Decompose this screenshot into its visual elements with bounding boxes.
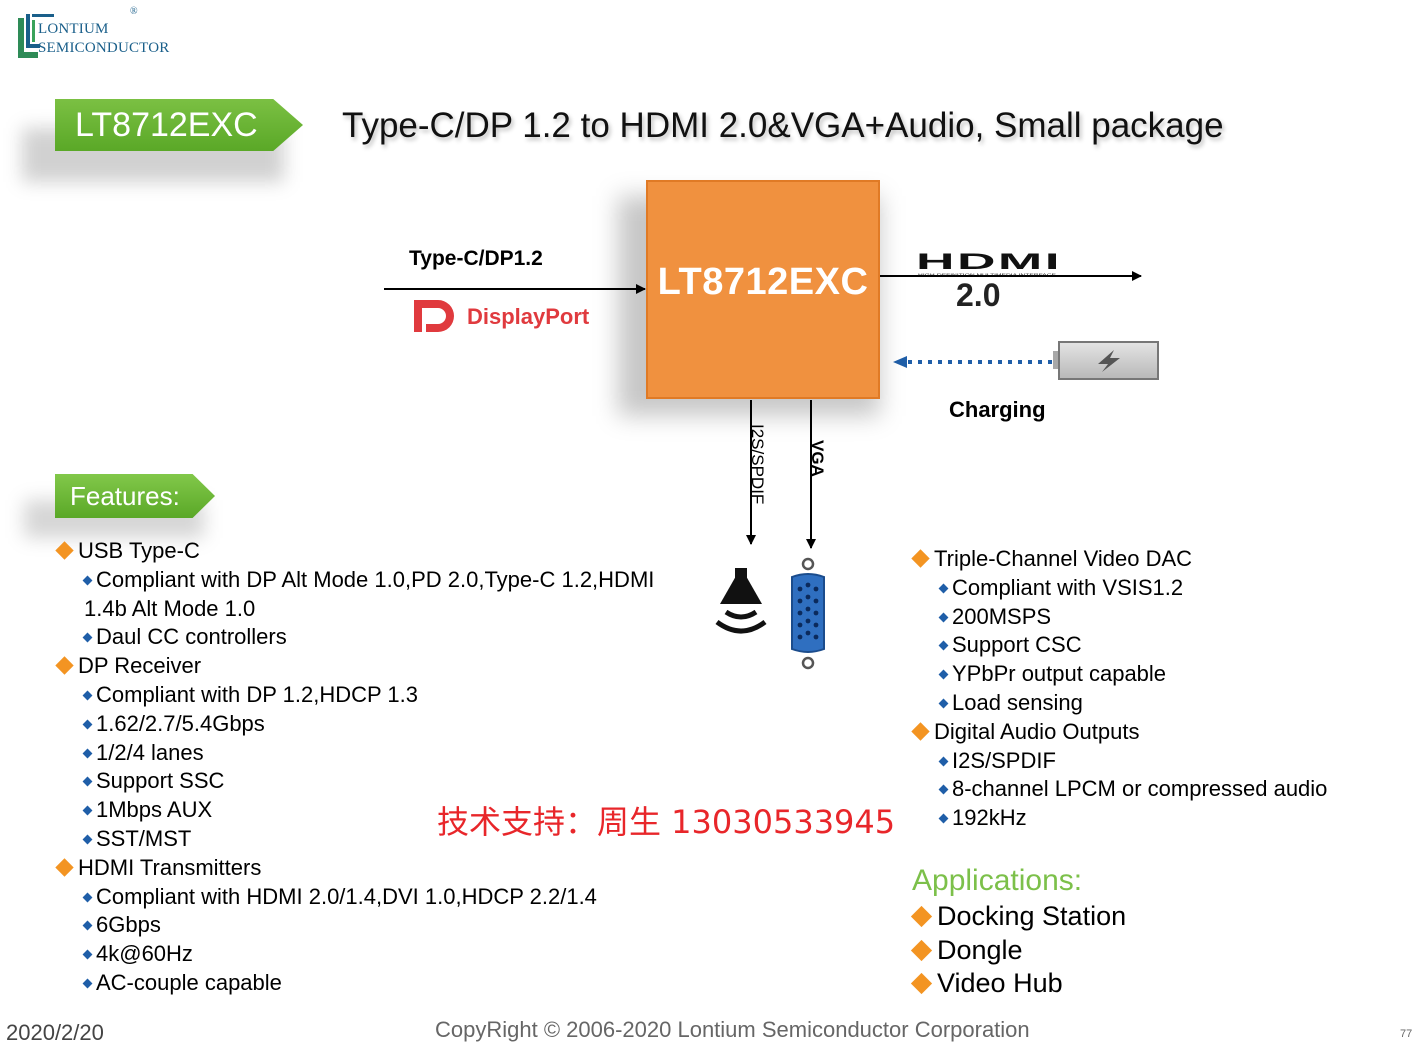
bullet-icon xyxy=(82,690,93,701)
feature-section-title: HDMI Transmitters xyxy=(55,854,654,883)
feature-section-title: USB Type-C xyxy=(55,537,654,566)
feature-item-wrap: 1.4b Alt Mode 1.0 xyxy=(84,595,256,621)
bullet-icon xyxy=(938,813,949,824)
feature-item: 1Mbps AUX xyxy=(58,796,654,825)
bullet-icon xyxy=(938,583,949,594)
brand-name: LONTIUM SEMICONDUCTOR xyxy=(38,20,170,58)
displayport-logo-text: DisplayPort xyxy=(467,304,590,329)
feature-item: Compliant with VSIS1.2 xyxy=(914,574,1327,603)
application-item: Docking Station xyxy=(910,900,1126,934)
feature-item: Support SSC xyxy=(58,767,654,796)
hdmi-version: 2.0 xyxy=(956,277,1001,313)
feature-item: I2S/SPDIF xyxy=(914,747,1327,776)
application-item: Dongle xyxy=(910,934,1126,968)
bullet-icon xyxy=(911,722,930,741)
battery-charging-icon xyxy=(1053,341,1159,380)
bullet-icon xyxy=(82,719,93,730)
feature-item: Load sensing xyxy=(914,689,1327,718)
bullet-icon xyxy=(55,858,74,877)
brand-line2: SEMICONDUCTOR xyxy=(38,40,170,56)
feature-item: 8-channel LPCM or compressed audio xyxy=(914,775,1327,804)
bullet-icon xyxy=(55,656,74,675)
feature-item: 192kHz xyxy=(914,804,1327,833)
bullet-icon xyxy=(82,776,93,787)
hdmi-logo-tagline: HIGH-DEFINITION MULTIMEDIA INTERFACE xyxy=(918,272,1057,277)
speaker-icon xyxy=(715,568,767,634)
bullet-icon xyxy=(82,805,93,816)
feature-section-title: DP Receiver xyxy=(55,652,654,681)
feature-item: Compliant with HDMI 2.0/1.4,DVI 1.0,HDCP… xyxy=(58,883,654,912)
vga-connector-icon xyxy=(791,557,825,670)
lontium-logo-icon xyxy=(18,14,54,58)
brand-line1: LONTIUM xyxy=(38,21,109,37)
feature-item: 4k@60Hz xyxy=(58,940,654,969)
features-list-left: USB Type-C Compliant with DP Alt Mode 1.… xyxy=(55,537,654,998)
applications-title: Applications: xyxy=(912,864,1083,897)
feature-item: 1/2/4 lanes xyxy=(58,739,654,768)
feature-item: 1.62/2.7/5.4Gbps xyxy=(58,710,654,739)
feature-section-title: Digital Audio Outputs xyxy=(911,718,1327,747)
bullet-icon xyxy=(82,575,93,586)
bullet-icon xyxy=(938,698,949,709)
registered-mark: ® xyxy=(130,6,138,17)
bullet-icon xyxy=(938,784,949,795)
charging-label: Charging xyxy=(949,397,1046,422)
bullet-icon xyxy=(938,640,949,651)
hdmi-logo-text: HDMI xyxy=(916,252,1062,274)
feature-item: Daul CC controllers xyxy=(58,623,654,652)
feature-item: Compliant with DP Alt Mode 1.0,PD 2.0,Ty… xyxy=(58,566,654,595)
bullet-icon xyxy=(82,748,93,759)
chip-block: LT8712EXC xyxy=(646,180,880,399)
feature-item: Compliant with DP 1.2,HDCP 1.3 xyxy=(58,681,654,710)
bullet-icon xyxy=(938,756,949,767)
bullet-icon xyxy=(82,632,93,643)
feature-item: YPbPr output capable xyxy=(914,660,1327,689)
applications-list: Docking Station Dongle Video Hub xyxy=(910,900,1126,1001)
page-number: 77 xyxy=(1400,1028,1413,1040)
feature-item: AC-couple capable xyxy=(58,969,654,998)
page-title: Type-C/DP 1.2 to HDMI 2.0&VGA+Audio, Sma… xyxy=(342,106,1224,145)
footer-copyright: CopyRight © 2006-2020 Lontium Semiconduc… xyxy=(435,1017,1030,1042)
bullet-icon xyxy=(82,978,93,989)
chip-label: LT8712EXC xyxy=(657,260,869,303)
bullet-icon xyxy=(82,920,93,931)
product-tag: LT8712EXC xyxy=(55,99,303,151)
feature-item: 6Gbps xyxy=(58,911,654,940)
displayport-icon xyxy=(414,300,454,332)
bullet-icon xyxy=(55,541,74,560)
bullet-icon xyxy=(82,834,93,845)
feature-item: Support CSC xyxy=(914,631,1327,660)
bullet-icon xyxy=(911,549,930,568)
vga-label: VGA xyxy=(808,440,827,477)
bullet-icon xyxy=(82,949,93,960)
bullet-icon xyxy=(82,892,93,903)
bullet-icon xyxy=(910,939,933,961)
bullet-icon xyxy=(910,972,933,995)
feature-item: SST/MST xyxy=(58,825,654,854)
input-label: Type-C/DP1.2 xyxy=(409,247,543,270)
features-list-right: Triple-Channel Video DAC Compliant with … xyxy=(911,545,1327,833)
feature-section-title: Triple-Channel Video DAC xyxy=(911,545,1327,574)
support-contact-note: 技术支持：周生 13030533945 xyxy=(437,803,896,841)
bullet-icon xyxy=(938,669,949,680)
features-tag: Features: xyxy=(55,474,215,518)
bullet-icon xyxy=(910,905,933,928)
footer-date: 2020/2/20 xyxy=(6,1020,104,1045)
hdmi-logo-icon: HDMI HIGH-DEFINITION MULTIMEDIA INTERFAC… xyxy=(916,252,1062,277)
bullet-icon xyxy=(938,612,949,623)
i2s-spdif-label: I2S/SPDIF xyxy=(748,424,767,505)
application-item: Video Hub xyxy=(910,967,1126,1001)
feature-item: 200MSPS xyxy=(914,603,1327,632)
